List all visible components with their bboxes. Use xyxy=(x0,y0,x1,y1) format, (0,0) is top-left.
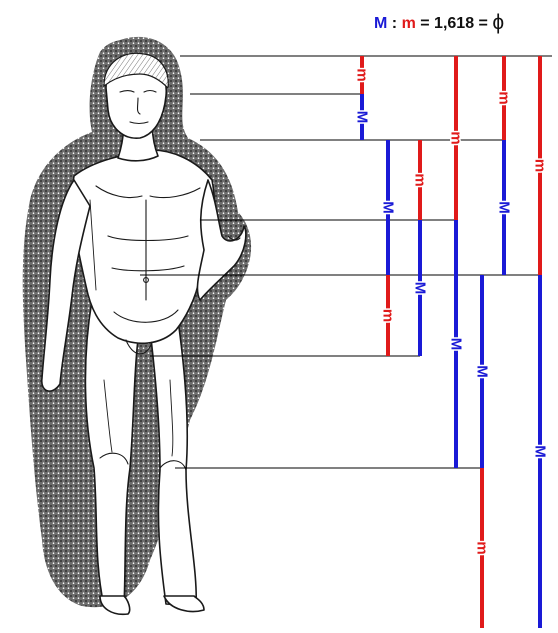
major-label-13: M xyxy=(532,445,549,458)
left-foot xyxy=(164,596,204,611)
ratio-legend: M : m = 1,618 = ϕ xyxy=(374,10,504,34)
legend-equals: = xyxy=(420,15,429,32)
major-label-1: M xyxy=(354,111,371,124)
minor-label-0: m xyxy=(354,68,371,81)
minor-label-6: m xyxy=(448,131,465,144)
major-label-5: M xyxy=(412,282,429,295)
legend-ratio-value: 1,618 xyxy=(434,15,474,32)
legend-equals-2: = xyxy=(479,15,488,32)
minor-label-3: m xyxy=(380,309,397,322)
minor-label-9: m xyxy=(474,541,491,554)
phi-symbol: ϕ xyxy=(492,11,504,34)
legend-major-symbol: M xyxy=(374,15,387,32)
legend-separator: : xyxy=(392,15,397,32)
minor-label-12: m xyxy=(532,159,549,172)
major-label-8: M xyxy=(474,365,491,378)
major-label-2: M xyxy=(380,201,397,214)
legend-minor-symbol: m xyxy=(402,15,416,32)
minor-label-10: m xyxy=(496,91,513,104)
right-foot xyxy=(100,596,130,614)
minor-label-4: m xyxy=(412,173,429,186)
major-label-11: M xyxy=(496,201,513,214)
major-label-7: M xyxy=(448,338,465,351)
statue-illustration xyxy=(23,37,251,614)
